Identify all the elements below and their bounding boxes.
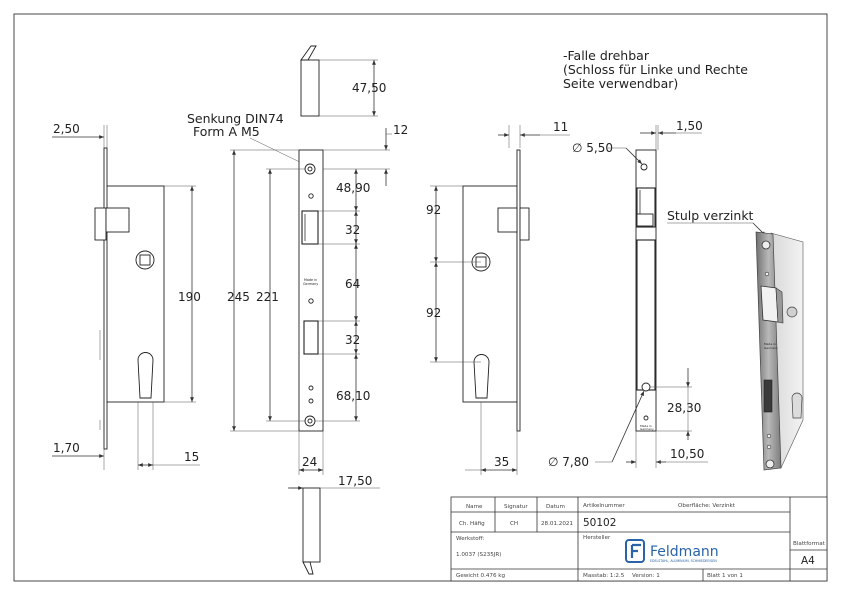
latch-part-bottom: 17,50 (288, 474, 380, 575)
svg-text:47,50: 47,50 (352, 81, 386, 95)
title-block: Name Signatur Datum Ch. Häfig CH 28.01.2… (450, 496, 828, 582)
feldmann-logo: Feldmann EDELSTAHL, ALUMINIUM, SCHMIEDEE… (625, 539, 719, 563)
svg-text:2,50: 2,50 (53, 122, 80, 136)
svg-text:Germany: Germany (640, 427, 654, 431)
svg-text:∅ 7,80: ∅ 7,80 (548, 455, 589, 469)
svg-text:Seite verwendbar): Seite verwendbar) (563, 76, 678, 91)
svg-text:Gewicht 0.476 kg: Gewicht 0.476 kg (456, 573, 506, 579)
svg-text:1,70: 1,70 (53, 441, 80, 455)
svg-text:Masstab: 1:2.5: Masstab: 1:2.5 (583, 573, 625, 579)
svg-text:Senkung DIN74: Senkung DIN74 (187, 111, 284, 126)
latch-note: -Falle drehbar (Schloss für Linke und Re… (563, 48, 748, 91)
svg-text:92: 92 (426, 203, 441, 217)
svg-text:190: 190 (178, 290, 201, 304)
svg-text:28.01.2021: 28.01.2021 (541, 521, 573, 527)
svg-text:∅ 5,50: ∅ 5,50 (572, 141, 613, 155)
svg-text:1.0037 (S235JR): 1.0037 (S235JR) (456, 552, 501, 558)
svg-text:221: 221 (256, 290, 279, 304)
svg-text:12: 12 (393, 123, 408, 137)
svg-text:Stulp verzinkt: Stulp verzinkt (667, 208, 754, 223)
svg-text:24: 24 (302, 455, 317, 469)
svg-text:17,50: 17,50 (338, 474, 372, 488)
svg-text:28,30: 28,30 (667, 401, 701, 415)
svg-text:Ch. Häfig: Ch. Häfig (459, 521, 485, 527)
svg-text:245: 245 (227, 290, 250, 304)
dimensions-side-right: 11 92 92 35 (426, 120, 570, 475)
svg-text:48,90: 48,90 (336, 181, 370, 195)
faceplate-label: Stulp verzinkt (667, 208, 767, 237)
svg-text:11: 11 (553, 120, 568, 134)
latch-part-top: 47,50 (300, 45, 386, 117)
svg-text:Oberfläche: Verzinkt: Oberfläche: Verzinkt (678, 503, 736, 509)
faceplate-narrow: Made in Germany (635, 149, 657, 432)
svg-text:Name: Name (466, 504, 483, 510)
svg-text:64: 64 (345, 277, 360, 291)
svg-text:Artikelnummer: Artikelnummer (583, 503, 625, 509)
side-view-left (94, 147, 165, 450)
svg-text:Feldmann: Feldmann (650, 544, 719, 560)
svg-text:Germany: Germany (303, 282, 318, 286)
svg-text:Hersteller: Hersteller (583, 535, 611, 541)
svg-text:A4: A4 (801, 555, 815, 567)
svg-text:50102: 50102 (583, 517, 616, 529)
lock-render: Made in Germany (755, 231, 804, 471)
svg-text:CH: CH (510, 521, 518, 527)
svg-text:Form A M5: Form A M5 (193, 124, 260, 139)
svg-text:68,10: 68,10 (336, 389, 370, 403)
svg-text:Made in: Made in (764, 342, 776, 346)
svg-text:Werkstoff:: Werkstoff: (456, 536, 485, 542)
svg-text:Made in: Made in (640, 424, 652, 428)
countersink-note: Senkung DIN74 Form A M5 (187, 111, 307, 166)
svg-text:Datum: Datum (546, 504, 565, 510)
svg-text:10,50: 10,50 (670, 447, 704, 461)
svg-text:Blatt 1 von 1: Blatt 1 von 1 (707, 573, 743, 579)
svg-text:Blattformat: Blattformat (793, 541, 826, 547)
drawing-frame (13, 13, 828, 582)
dimensions-front: 12 48,90 32 64 32 68,10 245 221 24 (227, 123, 408, 475)
svg-text:1,50: 1,50 (676, 119, 703, 133)
svg-text:Germany: Germany (764, 346, 778, 350)
svg-text:(Schloss für Linke und Rechte: (Schloss für Linke und Rechte (563, 62, 748, 77)
svg-text:-Falle drehbar: -Falle drehbar (563, 48, 650, 63)
svg-text:Version: 1: Version: 1 (632, 573, 660, 579)
svg-text:Signatur: Signatur (504, 504, 528, 510)
dimensions-view-left: 2,50 190 1,70 15 (52, 122, 201, 470)
faceplate-front: Made in Germany (298, 149, 324, 432)
svg-text:32: 32 (345, 223, 360, 237)
svg-text:92: 92 (426, 306, 441, 320)
svg-text:EDELSTAHL, ALUMINIUM, SCHMIEDE: EDELSTAHL, ALUMINIUM, SCHMIEDEEISEN (650, 559, 717, 563)
dimensions-narrow: 1,50 ∅ 5,50 ∅ 7,80 28,30 10,50 (548, 119, 708, 469)
svg-text:35: 35 (494, 455, 509, 469)
svg-text:32: 32 (345, 333, 360, 347)
plate-marking: Made in (304, 278, 317, 282)
side-view-right (462, 149, 530, 432)
svg-text:15: 15 (184, 450, 199, 464)
